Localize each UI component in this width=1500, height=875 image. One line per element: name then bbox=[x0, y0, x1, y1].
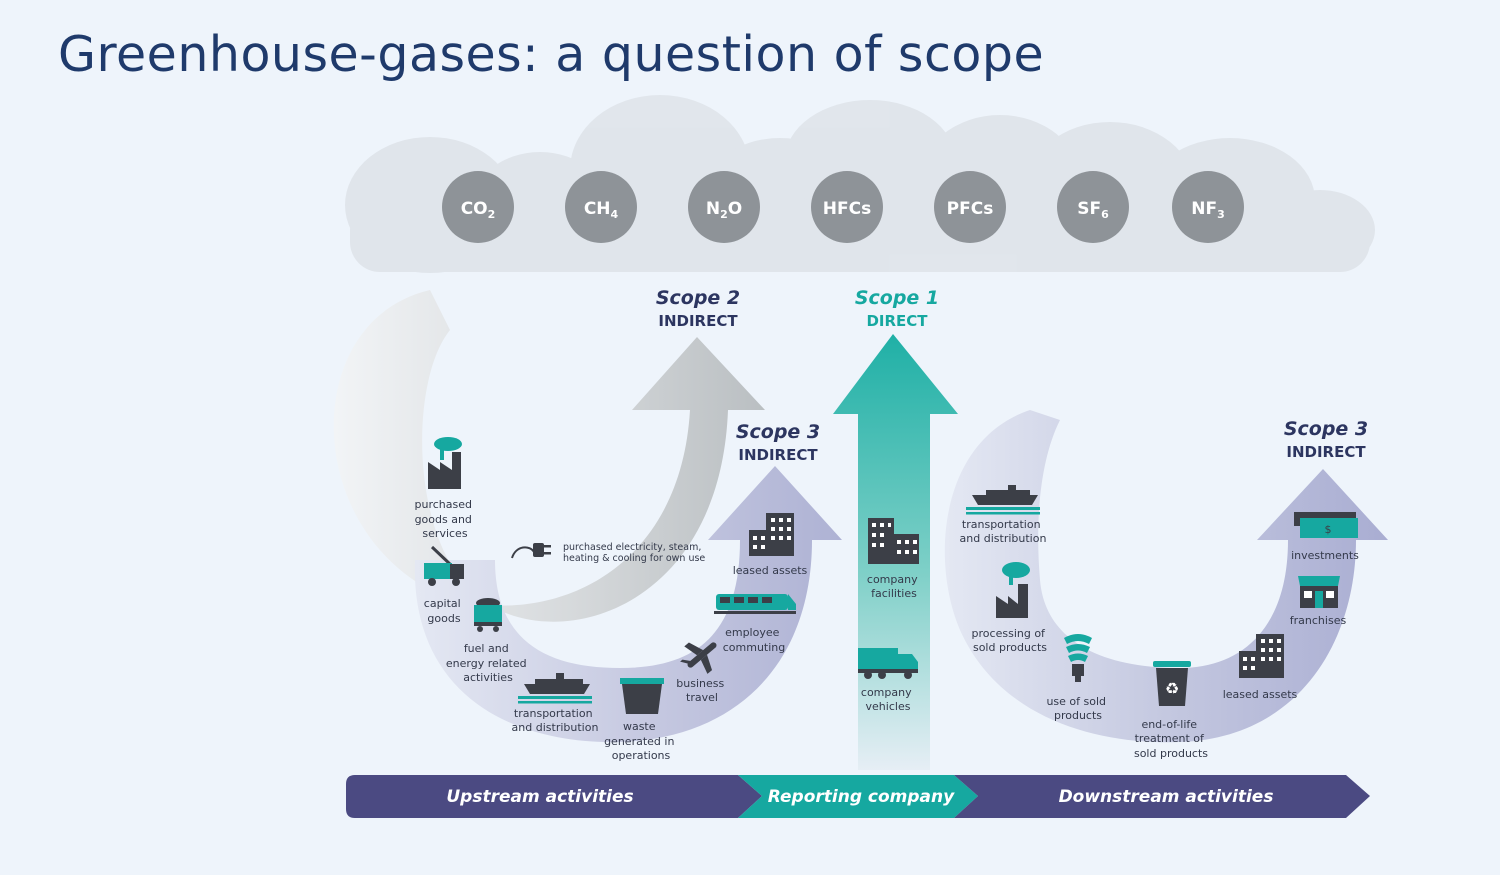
ship-icon-downstream bbox=[966, 485, 1040, 515]
svg-text:Scope 1: Scope 1 bbox=[855, 287, 939, 309]
money-icon: $ bbox=[1294, 512, 1358, 538]
company-facilities-icon bbox=[868, 518, 919, 564]
gas-circle-co2: CO2 bbox=[442, 171, 514, 243]
reporting-band bbox=[738, 775, 978, 818]
capital-goods-label: capital goods bbox=[424, 597, 464, 625]
gas-circle-ch4: CH4 bbox=[565, 171, 637, 243]
plug-icon bbox=[511, 543, 551, 559]
svg-text:Scope 3: Scope 3 bbox=[1284, 418, 1368, 440]
company-vehicles-label: company vehicles bbox=[861, 686, 915, 713]
upstream-transport-label: transportation and distribution bbox=[512, 707, 599, 734]
svg-text:Scope 3: Scope 3 bbox=[736, 421, 820, 443]
svg-text:SF6: SF6 bbox=[1077, 199, 1109, 221]
svg-text:♻: ♻ bbox=[1165, 679, 1179, 698]
downstream-band bbox=[954, 775, 1370, 818]
fuel-energy-label: fuel and energy related activities bbox=[446, 642, 530, 684]
end-of-life-label: end-of-life treatment of sold products bbox=[1134, 718, 1208, 760]
upstream-leased-assets-label: leased assets bbox=[733, 564, 808, 577]
use-of-sold-products-label: use of sold products bbox=[1046, 695, 1109, 722]
downstream-transport-label: transportation and distribution bbox=[960, 518, 1047, 545]
mine-cart-icon bbox=[474, 598, 502, 632]
svg-text:HFCs: HFCs bbox=[823, 199, 871, 219]
gas-circles: CO2 CH4 N2O HFCs PFCs SF6 NF3 bbox=[442, 171, 1244, 243]
scope2-arrow bbox=[333, 290, 765, 622]
waste-label: waste generated in operations bbox=[604, 720, 678, 762]
storefront-icon bbox=[1298, 576, 1340, 608]
svg-text:CH4: CH4 bbox=[584, 199, 619, 221]
processing-label: processing of sold products bbox=[972, 627, 1049, 654]
train-icon bbox=[714, 594, 796, 614]
upstream-band bbox=[346, 775, 762, 818]
svg-text:DIRECT: DIRECT bbox=[866, 312, 928, 330]
scope3-downstream-label: Scope 3 INDIRECT bbox=[1284, 418, 1368, 461]
svg-text:PFCs: PFCs bbox=[947, 199, 994, 219]
svg-text:INDIRECT: INDIRECT bbox=[658, 312, 738, 330]
svg-text:INDIRECT: INDIRECT bbox=[738, 446, 818, 464]
airplane-icon bbox=[680, 642, 717, 674]
crane-truck-icon bbox=[424, 545, 464, 586]
delivery-truck-icon bbox=[858, 648, 918, 679]
recycle-bin-icon: ♻ bbox=[1153, 661, 1191, 706]
building-icon bbox=[749, 513, 794, 556]
svg-text:N2O: N2O bbox=[706, 199, 742, 221]
svg-text:$: $ bbox=[1325, 523, 1332, 536]
light-bulb-icon bbox=[1064, 634, 1092, 682]
downstream-leased-assets-label: leased assets bbox=[1223, 688, 1298, 701]
dumpster-icon bbox=[620, 678, 664, 714]
gas-circle-n2o: N2O bbox=[688, 171, 760, 243]
upstream-band-label: Upstream activities bbox=[446, 787, 633, 807]
scope2-label: Scope 2 INDIRECT bbox=[656, 287, 740, 330]
processing-factory-icon bbox=[996, 562, 1030, 618]
activity-bands: Upstream activities Reporting company Do… bbox=[346, 775, 1370, 818]
svg-text:NF3: NF3 bbox=[1191, 199, 1225, 221]
company-facilities-label: company facilities bbox=[867, 573, 921, 600]
svg-text:heating & cooling for own use: heating & cooling for own use bbox=[563, 553, 705, 564]
svg-text:INDIRECT: INDIRECT bbox=[1286, 443, 1366, 461]
investments-label: investments bbox=[1291, 549, 1359, 562]
page-title: Greenhouse-gases: a question of scope bbox=[58, 26, 1045, 83]
business-travel-label: business travel bbox=[676, 677, 727, 704]
gas-circle-sf6: SF6 bbox=[1057, 171, 1129, 243]
gas-circle-pfcs: PFCs bbox=[934, 171, 1006, 243]
reporting-band-label: Reporting company bbox=[768, 787, 955, 807]
scope1-label: Scope 1 DIRECT bbox=[855, 287, 939, 330]
ship-icon bbox=[518, 673, 592, 704]
purchased-goods-label: purchased goods and services bbox=[415, 498, 476, 540]
scope3-upstream-label: Scope 3 INDIRECT bbox=[736, 421, 820, 464]
svg-text:Scope 2: Scope 2 bbox=[656, 287, 740, 309]
franchises-label: franchises bbox=[1290, 614, 1347, 627]
purchased-electricity-label: purchased electricity, steam, bbox=[563, 542, 701, 553]
gas-circle-hfcs: HFCs bbox=[811, 171, 883, 243]
downstream-band-label: Downstream activities bbox=[1059, 787, 1274, 807]
svg-text:CO2: CO2 bbox=[461, 199, 496, 221]
gas-circle-nf3: NF3 bbox=[1172, 171, 1244, 243]
scope3-upstream-arrow bbox=[414, 466, 842, 743]
building-icon-downstream bbox=[1239, 634, 1284, 678]
factory-icon bbox=[428, 437, 462, 489]
employee-commuting-label: employee commuting bbox=[723, 626, 786, 654]
